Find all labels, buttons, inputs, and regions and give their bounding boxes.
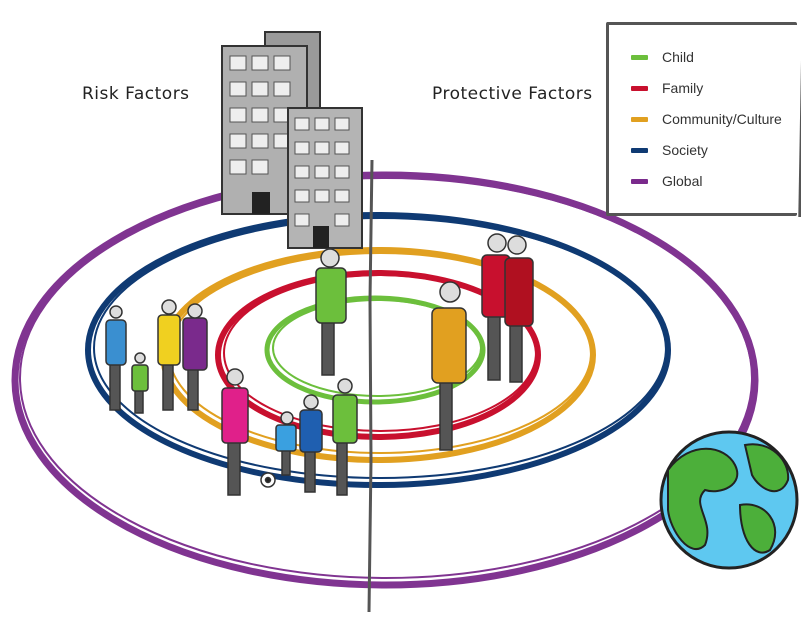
protective-factors-label: Protective Factors	[432, 84, 593, 104]
person-icon	[105, 305, 127, 411]
legend-item-community: Community/Culture	[631, 111, 782, 127]
person-icon	[299, 394, 323, 493]
person-icon	[315, 248, 347, 376]
legend-item-child: Child	[631, 49, 694, 65]
person-icon	[221, 368, 249, 496]
soccer-ball-icon	[260, 472, 276, 488]
ring-family	[215, 270, 541, 440]
legend-swatch	[631, 116, 648, 122]
legend-item-global: Global	[631, 173, 702, 189]
person-icon	[431, 281, 467, 451]
person-icon	[332, 378, 358, 496]
ring-society	[85, 212, 671, 488]
legend-label: Community/Culture	[662, 111, 782, 127]
person-icon	[131, 352, 149, 414]
risk-factors-label: Risk Factors	[82, 84, 190, 104]
office-building-icon	[221, 31, 363, 249]
legend: Child Family Community/Culture Society G…	[606, 22, 797, 216]
legend-swatch	[631, 178, 648, 184]
legend-label: Family	[662, 80, 704, 96]
legend-label: Child	[662, 49, 694, 65]
person-icon	[157, 299, 181, 411]
people-group-protective	[431, 233, 534, 451]
legend-label: Global	[662, 173, 703, 189]
globe-icon	[659, 430, 799, 570]
divider-line	[367, 159, 374, 613]
ring-child	[264, 295, 486, 405]
person-icon	[182, 303, 208, 411]
person-icon	[504, 235, 534, 383]
person-icon	[275, 411, 297, 476]
legend-swatch	[631, 85, 648, 91]
person-icon	[481, 233, 511, 381]
legend-item-family: Family	[631, 80, 703, 96]
legend-swatch	[631, 54, 648, 60]
legend-label: Society	[662, 142, 708, 158]
people-group-risk	[105, 248, 358, 496]
legend-item-society: Society	[631, 142, 708, 158]
ring-global	[11, 171, 759, 589]
legend-swatch	[631, 147, 648, 153]
